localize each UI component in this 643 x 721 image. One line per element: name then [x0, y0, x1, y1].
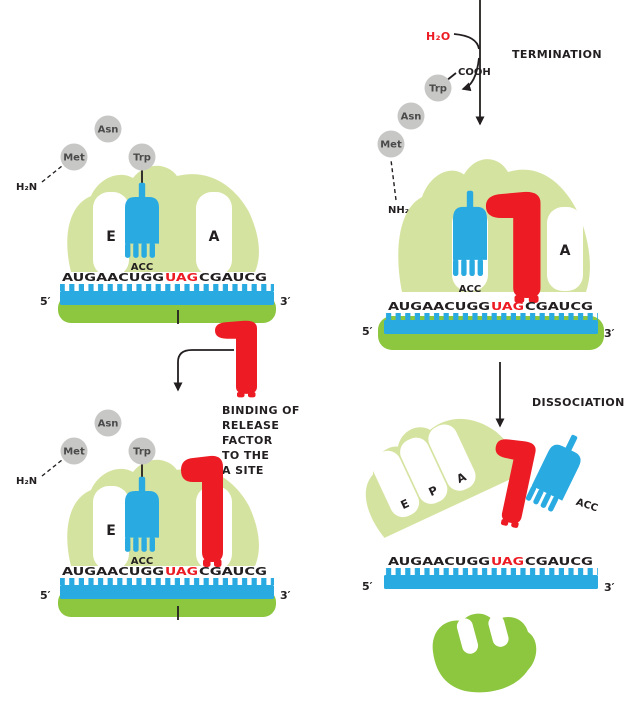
amino-acid-trp [424, 74, 452, 102]
e-site-label: E [106, 523, 116, 539]
amino-acid-met [377, 130, 405, 158]
binding-caption: BINDING OF RELEASE FACTOR TO THE A SITE [222, 404, 300, 477]
mrna-sequence: AUGAACUGG UAG CGAUCG [62, 271, 267, 284]
caption-line: RELEASE [222, 419, 279, 432]
mrna-stop-codon: UAG [491, 300, 524, 313]
amino-acid-trp [128, 437, 156, 465]
mrna-part1: AUGAACUGG [62, 565, 164, 578]
mrna-teeth [384, 568, 598, 575]
anticodon-label: ACC [131, 556, 153, 567]
anticodon-label: ACC [459, 284, 481, 295]
caption-line: BINDING OF [222, 404, 300, 417]
three-prime-label: 3′ [280, 295, 291, 308]
five-prime-label: 5′ [362, 325, 373, 338]
trp-label: Trp [133, 153, 151, 164]
h2n-bond [41, 459, 63, 477]
mrna-part1: AUGAACUGG [62, 271, 164, 284]
mrna-part2: CGAUCG [199, 271, 267, 284]
anticodon-label: ACC [131, 262, 153, 273]
caption-line: FACTOR [222, 434, 273, 447]
cooh-label: COOH [458, 67, 491, 78]
mrna-strand [60, 291, 274, 305]
mrna-strand [384, 320, 598, 334]
mrna-stop-codon: UAG [165, 271, 198, 284]
h2n-label: H₂N [16, 476, 37, 487]
five-prime-label: 5′ [40, 295, 51, 308]
h2o-label: H₂O [426, 30, 451, 43]
met-label: Met [63, 447, 85, 458]
met-label: Met [63, 153, 85, 164]
anticodon-label: ACC [574, 497, 599, 514]
h2o-entry-arrow [453, 33, 480, 50]
three-prime-label: 3′ [604, 327, 615, 340]
met-label: Met [380, 140, 402, 151]
three-prime-label: 3′ [280, 589, 291, 602]
free-small-subunit [432, 613, 537, 693]
amino-acid-trp [128, 143, 156, 171]
mrna-sequence: AUGAACUGG UAG CGAUCG [62, 565, 267, 578]
release-factor-icon [215, 320, 257, 398]
nh2-bond [390, 159, 397, 201]
caption-line: TO THE [222, 449, 269, 462]
mrna-part2: CGAUCG [525, 555, 593, 568]
mrna-part2: CGAUCG [525, 300, 593, 313]
small-subunit [432, 613, 537, 693]
dissociation-step: DISSOCIATION [495, 362, 625, 428]
h2n-label: H₂N [16, 182, 37, 193]
binding-arrow [173, 349, 234, 392]
amino-acid-asn [397, 102, 425, 130]
mrna-strand [60, 585, 274, 599]
mrna-teeth [60, 578, 274, 585]
amino-acid-asn [94, 409, 122, 437]
mrna-sequence: AUGAACUGG UAG CGAUCG [388, 555, 593, 568]
mrna-part1: AUGAACUGG [388, 300, 490, 313]
e-site-label: E [106, 229, 116, 245]
asn-label: Asn [98, 125, 119, 136]
mrna-sequence: AUGAACUGG UAG CGAUCG [388, 300, 593, 313]
free-large-subunit: E P A [344, 393, 525, 540]
mrna-teeth [384, 313, 598, 320]
subunit-notch [488, 615, 509, 647]
peptide-release-arrow [461, 57, 480, 92]
amino-acid-asn [94, 115, 122, 143]
amino-acid-met [60, 143, 88, 171]
panel-dissociation: E P A ACC AUGAACUGG UAG CGAUCG 5′ 3′ [344, 393, 615, 693]
panel-factor-bound: E Met Asn Trp H₂N ACC AUGAACUGG UAG CGAU… [16, 409, 291, 620]
trp-label: Trp [429, 84, 447, 95]
panel-pre-binding: E A Met Asn Trp H₂N ACC AUGAACUGG UAG CG… [16, 115, 291, 323]
dissociation-label: DISSOCIATION [532, 396, 625, 409]
nh2-label: NH₂ [388, 205, 409, 216]
caption-line: A SITE [222, 464, 264, 477]
five-prime-label: 5′ [40, 589, 51, 602]
released-peptide: Trp Asn Met NH₂ [377, 74, 452, 216]
mrna-strand [384, 575, 598, 589]
mrna-part2: CGAUCG [199, 565, 267, 578]
mrna-stop-codon: UAG [165, 565, 198, 578]
asn-label: Asn [401, 112, 422, 123]
peptide-chain: Met Asn Trp H₂N [16, 409, 156, 487]
trp-label: Trp [133, 447, 151, 458]
asn-label: Asn [98, 419, 119, 430]
amino-acid-met [60, 437, 88, 465]
peptide-chain: Met Asn Trp H₂N [16, 115, 156, 193]
binding-step: BINDING OF RELEASE FACTOR TO THE A SITE [173, 310, 300, 477]
three-prime-label: 3′ [604, 581, 615, 594]
mrna-part1: AUGAACUGG [388, 555, 490, 568]
a-site-label: A [560, 243, 571, 259]
termination-label: TERMINATION [512, 48, 602, 61]
five-prime-label: 5′ [362, 580, 373, 593]
a-site-label: A [209, 229, 220, 245]
subunit-notch [456, 618, 479, 654]
panel-termination: TERMINATION H₂O COOH Trp Asn Met NH₂ A A… [362, 0, 615, 350]
mrna-stop-codon: UAG [491, 555, 524, 568]
mrna-teeth [60, 284, 274, 291]
h2n-bond [41, 165, 63, 183]
